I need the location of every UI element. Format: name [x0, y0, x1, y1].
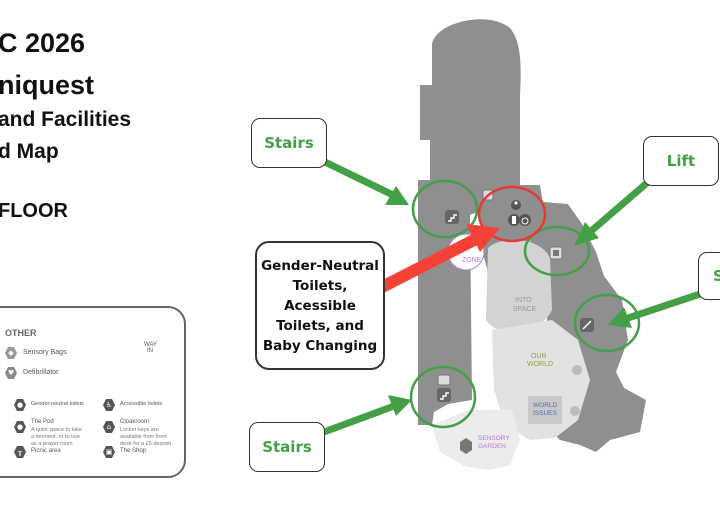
shop-icon: ▣ [103, 446, 115, 458]
lift-highlight [523, 225, 591, 277]
page-subtitle-line-2: d Map [0, 140, 59, 163]
floor-label: FLOOR [0, 200, 68, 222]
legend-pod-desc: A quiet space to take a moment, or to us… [31, 427, 83, 447]
legend-sensory-bags: Sensory Bags [23, 349, 67, 356]
arrow-lift [574, 179, 651, 246]
toilet-icon [508, 214, 520, 226]
stairs-icon-bottom [437, 388, 451, 402]
legend-way-in-1: WAY [144, 342, 157, 348]
callout-toilets-line-4: Toilets, and [276, 317, 364, 334]
escalator-icon [580, 318, 594, 332]
callout-toilets: Gender-Neutral Toilets, Acessible Toilet… [255, 241, 385, 370]
arrow-stairs-bottom [322, 395, 412, 436]
arrow-stairs-top [323, 158, 409, 205]
gender-neutral-toilet-icon: ● [14, 399, 26, 411]
map-our-world-area [492, 320, 590, 440]
map-building-upper [420, 19, 521, 186]
map-label-into-space-2: SPACE [513, 306, 537, 313]
callout-toilets-line-3: Acessible [284, 297, 356, 314]
legend-defibrillator: Defibrillator [23, 369, 59, 376]
legend-way-in-2: IN [147, 348, 153, 354]
callout-stairs-top: Stairs [251, 118, 327, 168]
defibrillator-icon: ♥ [5, 367, 17, 379]
info-icon-2 [570, 406, 580, 416]
legend-pod: The Pod [31, 419, 54, 425]
callout-stairs-bottom: Stairs [249, 422, 325, 472]
callout-right-partial: S [698, 252, 720, 300]
accessible-icon [519, 214, 531, 226]
pod-icon: ● [14, 421, 26, 433]
map-label-our-world-2: WORLD [527, 361, 553, 368]
callout-lift: Lift [643, 136, 719, 186]
sensory-bag-icon: ◆ [5, 347, 17, 359]
hex-icon [460, 438, 472, 454]
arrow-escalator [608, 290, 702, 328]
lift-icon-bottom [437, 374, 451, 386]
legend-cloakroom: Cloakroom [120, 419, 150, 425]
callout-toilets-line-5: Baby Changing [262, 337, 378, 354]
accessible-toilet-icon: ♿ [103, 399, 115, 411]
map-label-play-zone-bottom: ZONE [462, 257, 482, 264]
legend-accessible: Accessible toilets [120, 401, 163, 407]
map-label-world-issues-1: WORLD [533, 402, 558, 409]
callout-toilets-line-1: Gender-Neutral [261, 257, 379, 274]
picnic-icon: ╥ [14, 446, 26, 458]
page-title-line-2: niquest [0, 70, 95, 100]
map-into-space-area [486, 239, 552, 333]
lift-icon [549, 246, 563, 260]
cloakroom-icon: ⌂ [103, 421, 115, 433]
legend-gender-neutral: Gender-neutral toilets [31, 401, 84, 407]
baby-change-icon [511, 200, 521, 210]
page-subtitle-line-1: and Facilities [0, 108, 132, 131]
map-label-sensory-garden-1: SENSORY [478, 435, 510, 442]
escalator-highlight [573, 293, 641, 353]
legend-picnic: Picnic area [31, 448, 61, 454]
map-label-into-space-1: INTO [515, 297, 532, 304]
stairs-icon [445, 210, 459, 224]
page-title-line-1: C 2026 [0, 28, 86, 58]
stairs-highlight-top [411, 179, 479, 239]
legend-cloakroom-desc: Locker keys are available from front des… [120, 427, 172, 447]
legend-shop: The Shop [120, 448, 147, 454]
toilets-highlight [477, 185, 547, 243]
map-label-our-world-1: OUR [531, 353, 547, 360]
stairs-highlight-bottom [409, 365, 477, 429]
map-label-world-issues-2: ISSUES [533, 410, 558, 417]
callout-toilets-line-2: Toilets, [292, 277, 348, 294]
legend-panel: OTHER WAY IN ◆ Sensory Bags ♥ Defibrilla… [0, 306, 186, 478]
legend-heading: OTHER [5, 328, 37, 338]
info-icon-1 [572, 365, 582, 375]
arrow-toilets [379, 224, 500, 293]
map-label-sensory-garden-2: GARDEN [478, 443, 506, 450]
map-world-issues-area [528, 396, 562, 424]
